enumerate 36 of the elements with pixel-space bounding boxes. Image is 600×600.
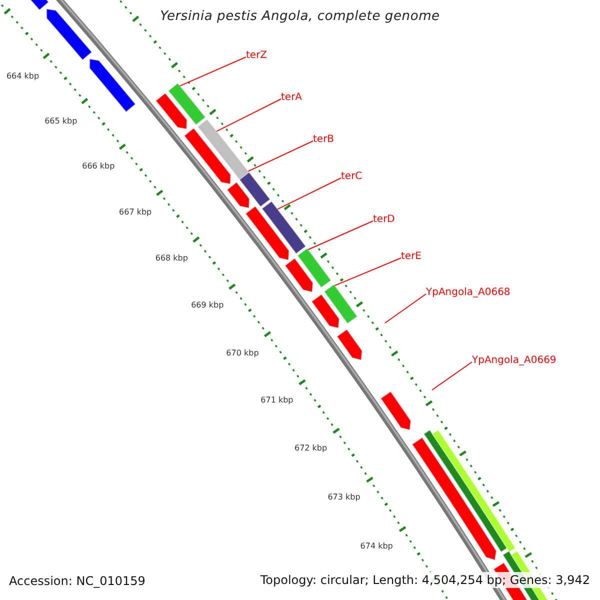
scale-label: 673 kbp [328, 492, 360, 502]
genome-info-text: Topology: circular; Length: 4,504,254 bp; Genes: 3,942 [258, 572, 592, 588]
gene-label: terD [373, 214, 395, 225]
gene-label: terA [281, 92, 302, 103]
gene-feature [296, 248, 332, 288]
gene-label: YpAngola_A0669 [472, 355, 556, 366]
scale-label: 665 kbp [44, 116, 78, 126]
leader-line [248, 140, 314, 172]
scale-label: 668 kbp [155, 254, 188, 263]
scale-label: 674 kbp [360, 542, 393, 551]
gene-feature [168, 82, 206, 126]
leader-line [384, 294, 426, 324]
gene-label: terC [341, 171, 362, 182]
scale-label: 664 kbp [6, 72, 40, 81]
leader-line [277, 178, 342, 210]
leader-line [432, 362, 472, 390]
title: Yersinia pestis Angola, complete genome [160, 9, 440, 24]
gene-label: YpAngola_A0668 [426, 287, 510, 298]
gene-feature [261, 200, 306, 254]
scale-label: 672 kbp [294, 444, 328, 453]
gene-label: terZ [246, 50, 268, 61]
gene-feature [324, 284, 358, 324]
gene-feature [196, 118, 250, 180]
scale-label: 671 kbp [260, 396, 294, 405]
leader-line [334, 258, 402, 286]
scale-label: 669 kbp [191, 300, 224, 310]
gene-label: terB [313, 134, 334, 145]
leader-line [216, 98, 282, 132]
gene-label: terE [401, 251, 422, 262]
scale-label: 666 kbp [82, 162, 115, 171]
leader-line [179, 56, 246, 86]
leader-line [308, 220, 374, 250]
scale-label: 670 kbp [226, 348, 259, 358]
accession-text: Accession: NC_010159 [9, 574, 146, 588]
scale-label: 667 kbp [119, 208, 152, 217]
gene-feature [238, 172, 271, 208]
